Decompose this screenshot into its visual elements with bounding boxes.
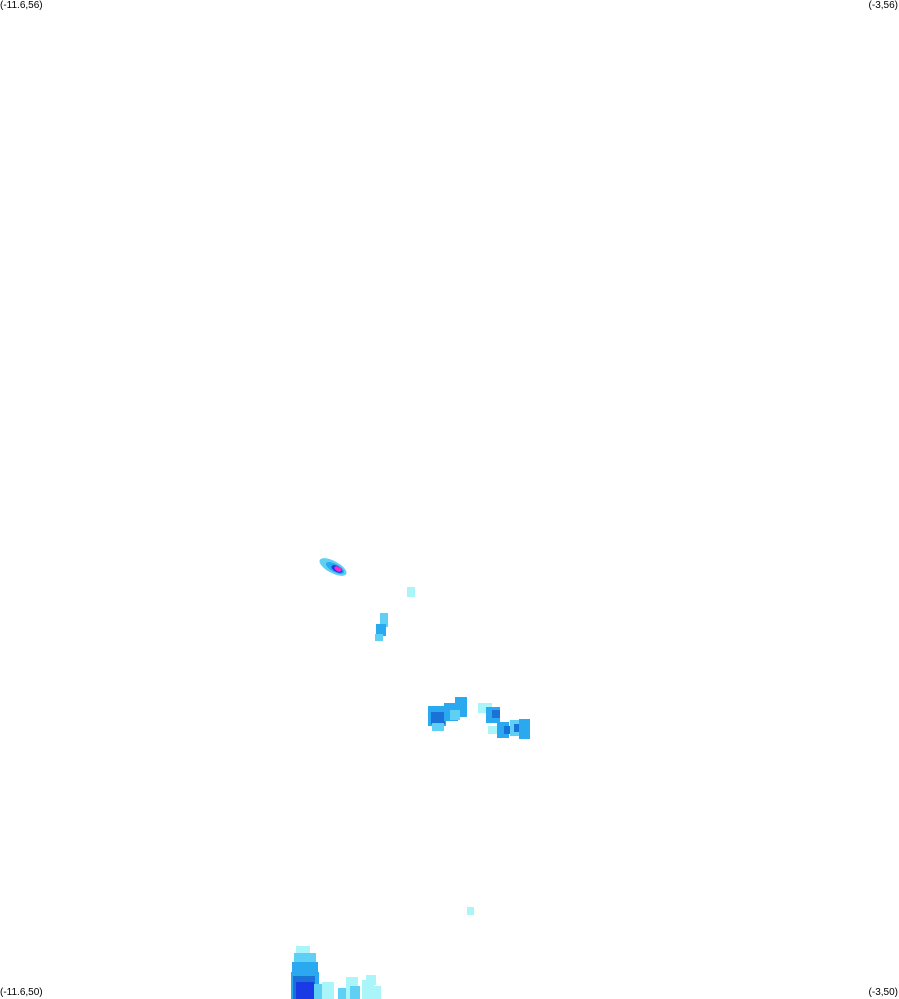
echo-cell [504,726,512,734]
echo-cluster-south [291,946,381,999]
echo-cell [432,723,444,731]
echo-cell [488,726,498,734]
echo-cell [322,982,334,999]
echo-cell [467,907,474,915]
echo-cluster-east [478,703,530,739]
echo-cell [376,624,386,636]
echo-cell [371,986,381,999]
echo-cell [407,587,415,597]
echo-cell [314,984,324,999]
echo-cell [431,712,445,724]
echo-cell [296,946,310,956]
echo-core [334,566,342,572]
echo-cell [492,710,500,718]
corner-label-bottom-right: (-3,50) [868,987,898,998]
echo-cell [350,986,360,999]
corner-label-top-right: (-3,56) [868,0,898,11]
echo-cluster-mid [375,613,388,641]
echo-cell [375,634,383,641]
corner-label-top-left: (-11.6,56) [0,0,43,11]
echo-cell [450,710,460,720]
echo-cell [366,975,376,985]
echo-cell [514,724,522,732]
echo-cluster-north [319,558,347,576]
echo-cell [380,613,388,627]
echo-cell [478,703,492,713]
echo-cell [338,988,350,999]
echo-cluster-central [428,697,467,731]
echo-cell [296,982,314,999]
corner-label-bottom-left: (-11.6,50) [0,987,43,998]
echo-cell [519,719,530,739]
